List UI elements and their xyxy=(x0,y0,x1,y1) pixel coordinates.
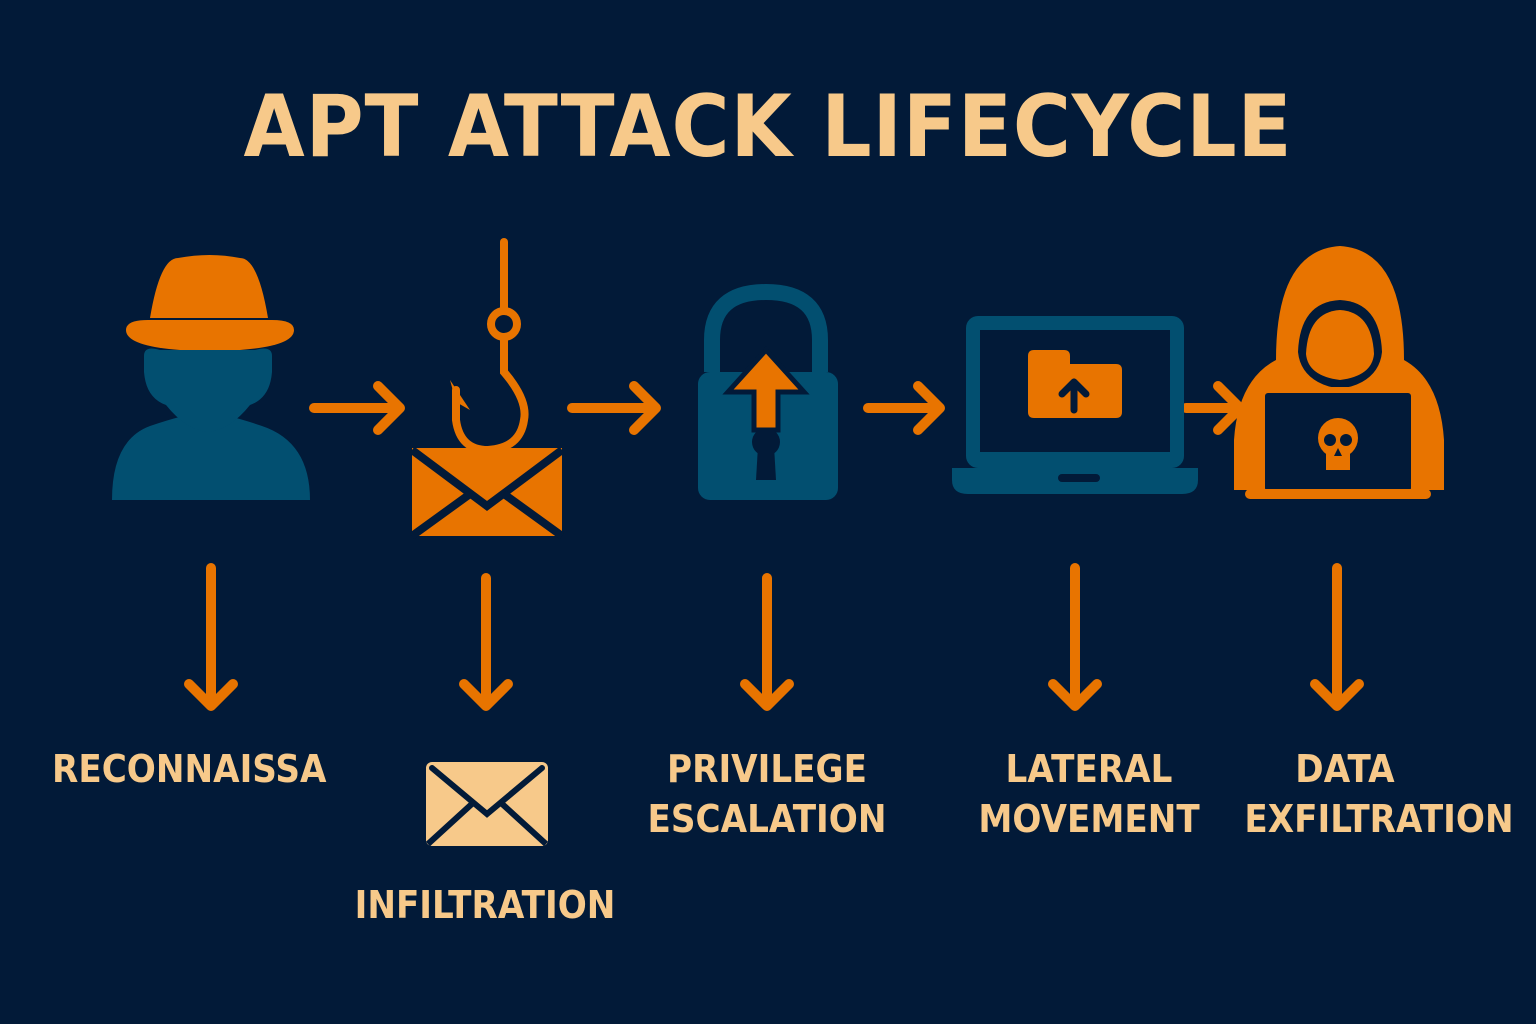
label-line: LATERAL xyxy=(1005,747,1173,791)
padlock-up-arrow-icon xyxy=(698,283,838,500)
label-line: INFILTRATION xyxy=(354,883,616,927)
label-line: DATA xyxy=(1295,747,1395,791)
laptop-folder-upload-icon xyxy=(952,316,1198,494)
flow-arrow-right xyxy=(567,381,661,435)
flow-arrow-down xyxy=(1048,563,1102,711)
label-line: MOVEMENT xyxy=(978,797,1200,841)
stage-label-infiltration: INFILTRATION xyxy=(346,880,625,930)
flow-arrow-right xyxy=(309,381,405,435)
flow-arrow-right xyxy=(863,381,945,435)
phishing-hook-envelope-icon xyxy=(409,238,565,540)
diagram-title: APT ATTACK LIFECYCLE xyxy=(243,77,1293,177)
flow-arrow-down xyxy=(1310,563,1364,711)
label-line: ESCALATION xyxy=(647,797,887,841)
flow-arrow-down xyxy=(184,563,238,711)
flow-arrow-down xyxy=(459,573,513,711)
flow-arrow-right xyxy=(1181,381,1245,435)
flow-arrow-down xyxy=(740,573,794,711)
label-line: RECONNAISSA xyxy=(52,747,327,791)
stage-label-lateral-movement: LATERAL MOVEMENT xyxy=(950,744,1229,844)
spy-hat-person-icon xyxy=(112,255,310,500)
stage-label-privilege-escalation: PRIVILEGE ESCALATION xyxy=(628,744,907,844)
hooded-hacker-skull-laptop-icon xyxy=(1234,246,1444,499)
label-line: PRIVILEGE xyxy=(667,747,867,791)
label-line: EXFILTRATION xyxy=(1244,797,1514,841)
stage-label-reconnaissance: RECONNAISSA xyxy=(52,744,331,794)
envelope-icon xyxy=(425,762,549,847)
stage-label-data-exfiltration: DATA EXFILTRATION xyxy=(1240,744,1519,844)
